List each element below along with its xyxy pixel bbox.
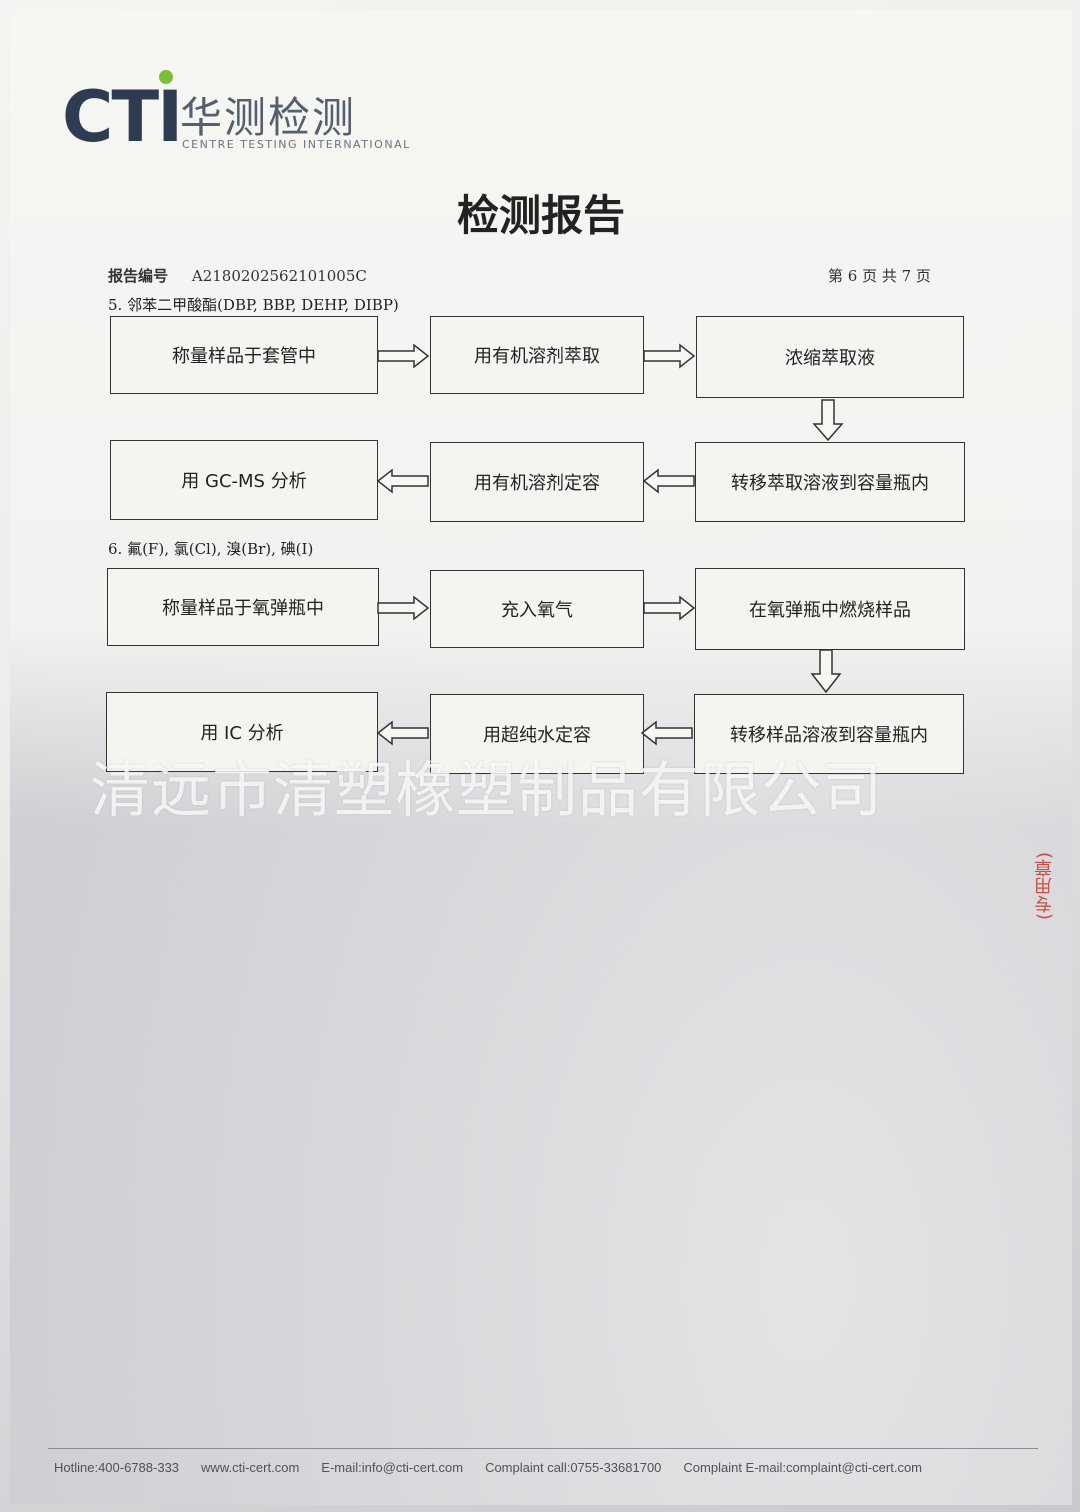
watermark-text: 清远市清塑橡塑制品有限公司 bbox=[90, 756, 883, 826]
report-number: 报告编号 A2180202562101005C bbox=[108, 265, 367, 286]
footer-complaint-email: Complaint E-mail:complaint@cti-cert.com bbox=[683, 1460, 923, 1475]
report-number-label: 报告编号 bbox=[108, 267, 169, 285]
arrow-down-icon bbox=[812, 399, 844, 442]
flow-box: 充入氧气 bbox=[430, 570, 644, 648]
flow-box: 用 GC-MS 分析 bbox=[110, 440, 378, 520]
flow-box: 用有机溶剂萃取 bbox=[430, 316, 644, 394]
logo-dot-icon bbox=[159, 70, 173, 84]
section-5-heading: 5. 邻苯二甲酸酯(DBP, BBP, DEHP, DIBP) bbox=[108, 296, 399, 314]
flow-box: 用 IC 分析 bbox=[106, 692, 378, 772]
arrow-right-icon bbox=[643, 343, 696, 369]
arrow-right-icon bbox=[377, 343, 430, 369]
section-6-heading: 6. 氟(F), 氯(Cl), 溴(Br), 碘(I) bbox=[108, 540, 314, 558]
footer-email: E-mail:info@cti-cert.com bbox=[321, 1460, 464, 1475]
arrow-down-icon bbox=[810, 649, 842, 694]
flow-box: 用有机溶剂定容 bbox=[430, 442, 644, 522]
arrow-right-icon bbox=[377, 595, 430, 621]
footer-divider bbox=[48, 1448, 1038, 1449]
arrow-left-icon bbox=[642, 468, 695, 494]
footer: Hotline:400-6788-333 www.cti-cert.com E-… bbox=[54, 1460, 1044, 1475]
arrow-left-icon bbox=[640, 720, 693, 746]
flow-box: 浓缩萃取液 bbox=[696, 316, 964, 398]
report-page: CTI 华测检测 CENTRE TESTING INTERNATIONAL 检测… bbox=[10, 10, 1072, 1505]
arrow-left-icon bbox=[376, 720, 429, 746]
report-number-value: A2180202562101005C bbox=[191, 267, 367, 285]
flow-box: 转移萃取溶液到容量瓶内 bbox=[695, 442, 965, 522]
flow-box: 称量样品于氧弹瓶中 bbox=[107, 568, 379, 646]
red-stamp-edge: (专用章) bbox=[1034, 851, 1055, 920]
footer-complaint-call: Complaint call:0755-33681700 bbox=[485, 1460, 662, 1475]
flow-box: 用超纯水定容 bbox=[430, 694, 644, 774]
logo-english: CENTRE TESTING INTERNATIONAL bbox=[182, 138, 411, 151]
flow-box: 称量样品于套管中 bbox=[110, 316, 378, 394]
logo-brand: CTI bbox=[62, 76, 183, 158]
cti-logo: CTI 华测检测 CENTRE TESTING INTERNATIONAL bbox=[62, 70, 412, 158]
flow-arrows bbox=[376, 343, 844, 746]
page-indicator: 第 6 页 共 7 页 bbox=[828, 267, 931, 285]
flow-box: 转移样品溶液到容量瓶内 bbox=[694, 694, 964, 774]
arrow-right-icon bbox=[643, 595, 696, 621]
flow-box: 在氧弹瓶中燃烧样品 bbox=[695, 568, 965, 650]
footer-website: www.cti-cert.com bbox=[201, 1460, 300, 1475]
logo-chinese: 华测检测 bbox=[180, 93, 357, 142]
arrow-left-icon bbox=[376, 468, 429, 494]
document-title: 检测报告 bbox=[456, 191, 625, 240]
footer-hotline: Hotline:400-6788-333 bbox=[54, 1460, 180, 1475]
